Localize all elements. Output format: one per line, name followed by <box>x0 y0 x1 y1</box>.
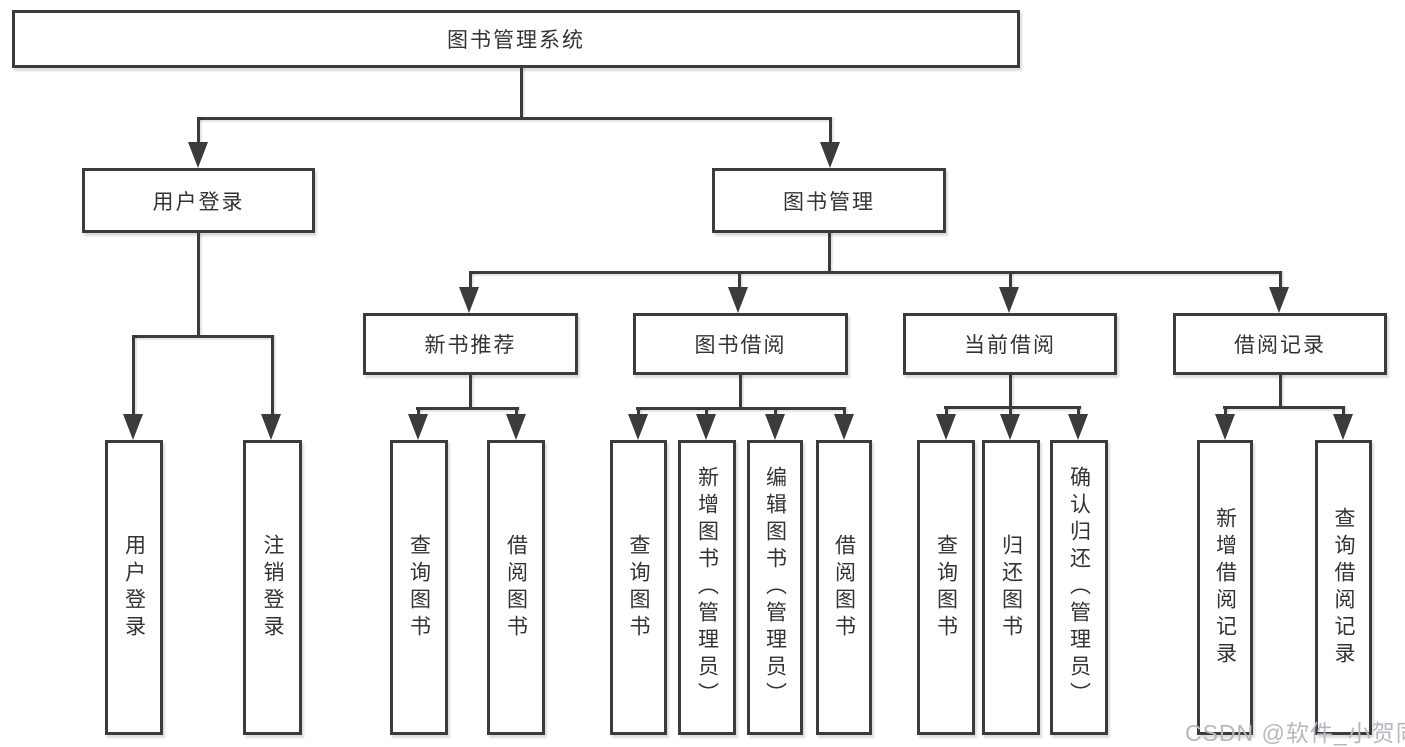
arrow-down-icon <box>1068 414 1088 440</box>
connector-to-level3 <box>738 271 741 291</box>
connector-current-stem <box>1009 375 1012 408</box>
node-new-book-recommend: 新书推荐 <box>363 313 578 375</box>
arrow-down-icon <box>506 414 526 440</box>
connector-to-leaf <box>271 335 274 417</box>
connector-to-leaf <box>1224 406 1227 418</box>
leaf-query-books-borrowing: 查询图书 <box>610 440 667 735</box>
arrow-down-icon <box>1269 287 1289 313</box>
leaf-borrow-books: 借阅图书 <box>816 440 872 735</box>
leaf-query-books-current: 查询图书 <box>917 440 975 735</box>
leaf-user-login: 用户登录 <box>105 440 163 735</box>
connector-to-leaf <box>1009 406 1012 418</box>
connector-current-crossbar <box>944 406 1081 409</box>
connector-borrowing-crossbar <box>636 407 846 410</box>
connector-root-stem <box>520 68 523 117</box>
arrow-down-icon <box>188 142 208 168</box>
arrow-down-icon <box>628 414 648 440</box>
node-borrowing-records: 借阅记录 <box>1173 313 1387 375</box>
arrow-down-icon <box>834 414 854 440</box>
leaf-query-books-recommend: 查询图书 <box>390 440 448 735</box>
connector-to-leaf <box>843 407 846 419</box>
arrow-down-icon <box>936 414 956 440</box>
connector-to-leaf <box>132 335 135 417</box>
connector-to-user-login <box>197 117 200 145</box>
connector-to-level3 <box>1279 271 1282 291</box>
arrow-down-icon <box>1000 414 1020 440</box>
arrow-down-icon <box>765 414 785 440</box>
arrow-down-icon <box>1333 414 1353 440</box>
arrow-down-icon <box>728 287 748 313</box>
connector-recommend-stem <box>469 375 472 409</box>
connector-to-level3 <box>469 271 472 291</box>
connector-book-mgmt-crossbar <box>469 271 1282 274</box>
arrow-down-icon <box>408 414 428 440</box>
connector-to-leaf <box>705 407 708 419</box>
leaf-add-borrow-record: 新增借阅记录 <box>1197 440 1253 735</box>
connector-user-login-stem <box>197 233 200 337</box>
connector-to-leaf <box>774 407 777 419</box>
leaf-logout: 注销登录 <box>243 440 302 735</box>
connector-records-stem <box>1279 375 1282 408</box>
arrow-down-icon <box>999 287 1019 313</box>
connector-to-leaf <box>1077 406 1080 418</box>
connector-to-book-mgmt <box>829 117 832 145</box>
connector-to-leaf <box>417 407 420 419</box>
arrow-down-icon <box>696 414 716 440</box>
connector-borrowing-stem <box>739 375 742 409</box>
connector-to-leaf <box>637 407 640 419</box>
csdn-watermark: CSDN @软件_小贺同学 <box>1185 720 1405 746</box>
leaf-add-books-admin: 新增图书（管理员） <box>678 440 736 735</box>
arrow-down-icon <box>459 287 479 313</box>
node-current-borrowing: 当前借阅 <box>903 313 1117 375</box>
connector-book-mgmt-stem <box>828 233 831 273</box>
leaf-edit-books-admin: 编辑图书（管理员） <box>747 440 803 735</box>
connector-to-leaf <box>515 407 518 419</box>
leaf-query-borrow-record: 查询借阅记录 <box>1315 440 1372 735</box>
arrow-down-icon <box>123 414 143 440</box>
node-user-login: 用户登录 <box>82 168 315 233</box>
node-book-borrowing: 图书借阅 <box>633 313 848 375</box>
arrow-down-icon <box>1215 414 1235 440</box>
arrow-down-icon <box>261 414 281 440</box>
connector-recommend-crossbar <box>416 407 519 410</box>
connector-records-crossbar <box>1223 406 1345 409</box>
connector-to-level3 <box>1009 271 1012 291</box>
arrow-down-icon <box>820 142 840 168</box>
node-root-system: 图书管理系统 <box>12 10 1020 68</box>
connector-to-leaf <box>945 406 948 418</box>
node-book-management: 图书管理 <box>712 168 946 233</box>
connector-user-login-crossbar <box>132 335 274 338</box>
leaf-confirm-return-admin: 确认归还（管理员） <box>1050 440 1108 735</box>
connector-root-crossbar <box>197 117 831 120</box>
leaf-borrow-books-recommend: 借阅图书 <box>487 440 545 735</box>
leaf-return-books: 归还图书 <box>982 440 1040 735</box>
connector-to-leaf <box>1342 406 1345 418</box>
